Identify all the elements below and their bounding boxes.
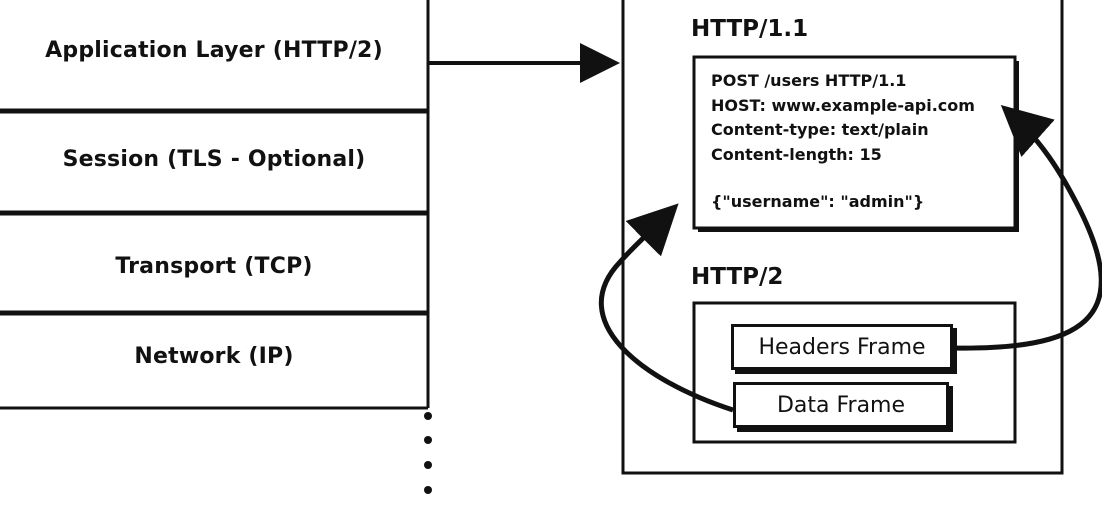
data-frame-arrow — [598, 203, 734, 413]
http11-content-type-header: Content-type: text/plain — [711, 120, 929, 139]
continuation-dot — [424, 461, 432, 469]
continuation-dot — [424, 412, 432, 420]
http11-request-body: {"username": "admin"} — [711, 192, 925, 211]
headers-frame-arrow — [952, 105, 1102, 351]
http11-host-header: HOST: www.example-api.com — [711, 96, 975, 115]
layer-transport-label: Transport (TCP) — [115, 254, 313, 279]
continuation-dot — [424, 436, 432, 444]
http11-request-line: POST /users HTTP/1.1 — [711, 71, 907, 90]
http2-title: HTTP/2 — [691, 264, 784, 290]
headers-frame: Headers Frame — [731, 324, 953, 370]
http11-title: HTTP/1.1 — [691, 16, 809, 42]
layer-session-label: Session (TLS - Optional) — [62, 147, 366, 172]
layer-network-label: Network (IP) — [134, 344, 294, 369]
http-comparison-container — [621, 0, 1064, 475]
layer-application-label: Application Layer (HTTP/2) — [45, 38, 383, 63]
http11-content-length-header: Content-length: 15 — [711, 145, 882, 164]
data-frame: Data Frame — [733, 382, 949, 428]
continuation-dot — [424, 486, 432, 494]
